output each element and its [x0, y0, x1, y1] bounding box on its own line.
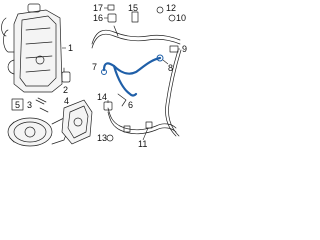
clip-part-15 — [131, 11, 139, 23]
callout-6: 6 — [128, 100, 133, 110]
callout-12: 12 — [166, 3, 176, 13]
callout-14: 14 — [97, 92, 107, 102]
washer-part-17 — [107, 4, 115, 11]
fitting-part-6 — [117, 93, 127, 107]
reservoir-assembly — [1, 3, 63, 93]
callout-10: 10 — [176, 13, 186, 23]
callout-15: 15 — [128, 3, 138, 13]
callout-8: 8 — [168, 63, 173, 73]
compressor-part-4 — [7, 117, 71, 147]
callout-16: 16 — [93, 13, 103, 23]
callout-11: 11 — [138, 139, 147, 147]
refrigerant-line-part-8[interactable] — [101, 54, 164, 97]
parts-diagram: 1 2 5 3 4 17 16 15 1 — [1, 3, 187, 147]
callout-5-box — [11, 98, 24, 111]
bracket-part — [61, 99, 93, 145]
cap-part-16 — [107, 13, 117, 23]
callout-9: 9 — [182, 44, 187, 54]
callout-3: 3 — [27, 100, 32, 110]
oring-part-10 — [168, 14, 176, 22]
clamp-part-12 — [156, 6, 164, 14]
upper-hose — [91, 25, 181, 49]
lower-hose — [103, 101, 177, 142]
bolts-part-3 — [35, 97, 49, 113]
callout-4: 4 — [64, 96, 69, 106]
callout-7: 7 — [92, 62, 97, 72]
callout-13: 13 — [97, 133, 107, 143]
callout-17: 17 — [93, 3, 103, 13]
line-part-9 — [165, 45, 182, 137]
clip-part-2 — [61, 67, 71, 83]
callout-1: 1 — [68, 43, 73, 53]
callout-2: 2 — [63, 85, 68, 95]
callout-5: 5 — [15, 100, 20, 110]
